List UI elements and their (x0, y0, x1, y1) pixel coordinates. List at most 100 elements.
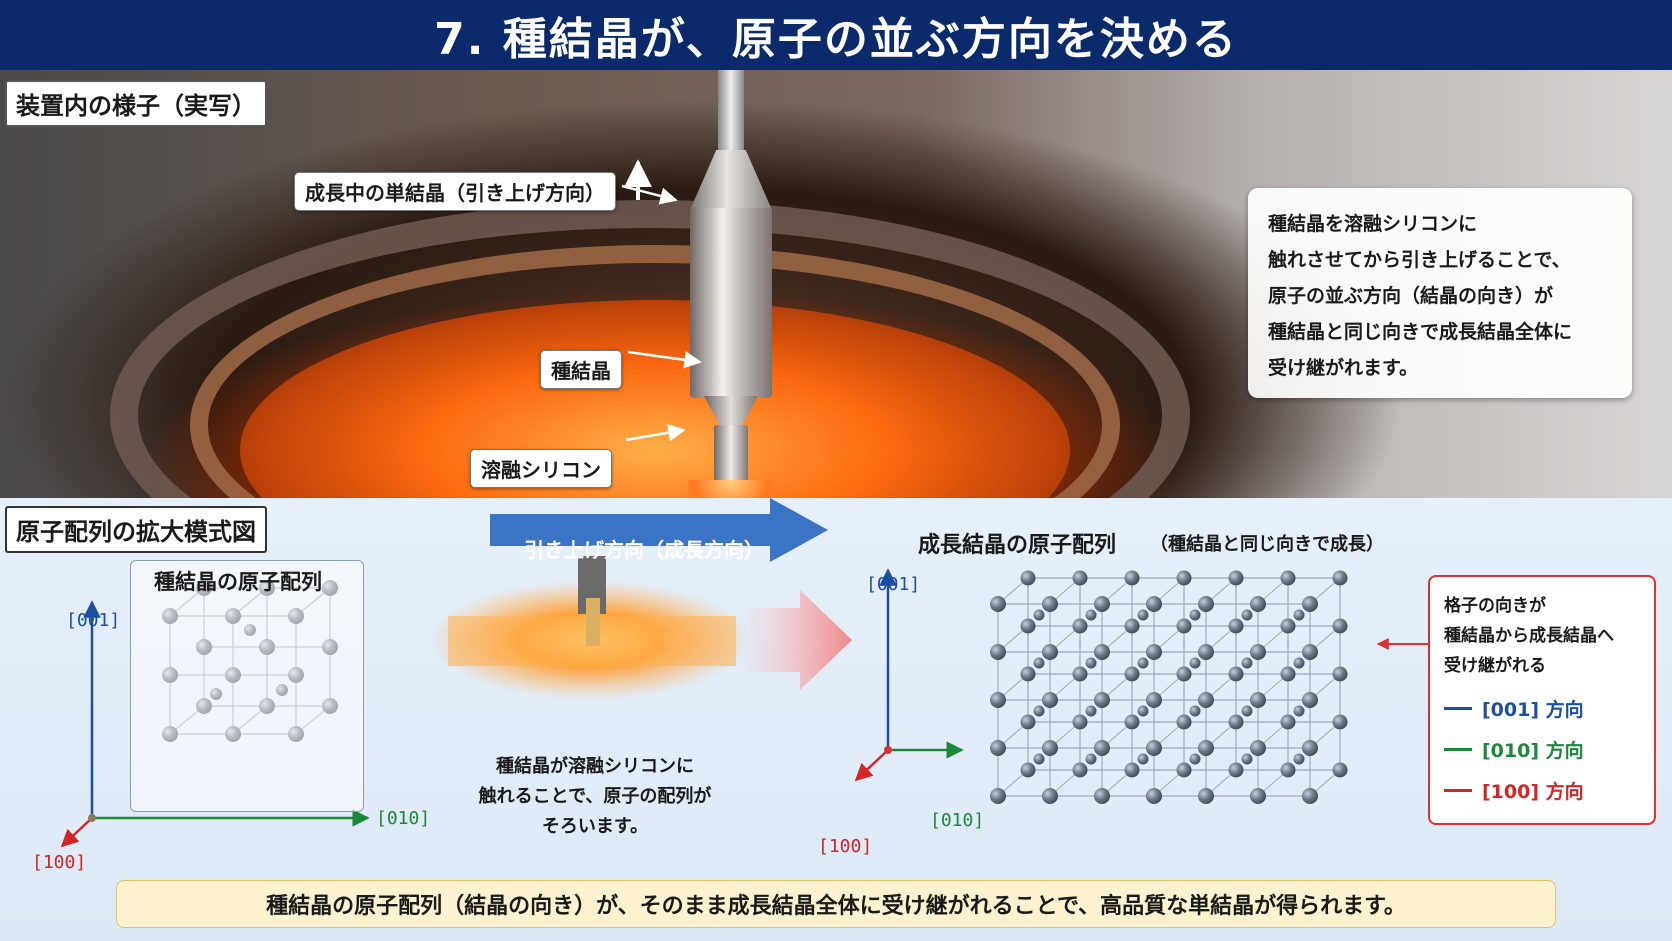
lattice-atom (1094, 740, 1110, 756)
legend-item-010: [010] 方向 (1444, 736, 1640, 763)
summary-banner: 種結晶の原子配列（結晶の向き）が、そのまま成長結晶全体に受け継がれることで、高品… (116, 880, 1556, 928)
axis-label-010-right: [010] (930, 810, 985, 831)
seed-tip (586, 598, 600, 646)
legend-swatch (1444, 789, 1472, 792)
lattice-atom (1241, 609, 1253, 621)
lattice-atom (1198, 740, 1214, 756)
axis-label-010-left: [010] (376, 808, 431, 829)
lattice-atom (1332, 762, 1348, 778)
lattice-atom (1198, 644, 1214, 660)
lattice-atom (1042, 788, 1058, 804)
lattice-atom (1302, 692, 1318, 708)
growth-lattice-subtitle: （種結晶と同じ向きで成長） (1150, 534, 1384, 555)
axis-label-001-right: [001] (866, 574, 921, 595)
lattice-atom (1137, 657, 1149, 669)
pull-direction-arrow (490, 498, 828, 562)
lattice-atom (1124, 618, 1140, 634)
info-line: 種結晶と同じ向きで成長結晶全体に (1268, 321, 1573, 343)
lattice-atom (1198, 788, 1214, 804)
lattice-atom (1146, 692, 1162, 708)
lattice-atom (1176, 570, 1192, 586)
single-crystal-ingot (690, 208, 772, 398)
lattice-atom (990, 740, 1006, 756)
process-explanation-box: 種結晶を溶融シリコンに 触れさせてから引き上げることで、 原子の並ぶ方向（結晶の… (1248, 188, 1632, 398)
lattice-atom (1280, 666, 1296, 682)
lattice-atom (1033, 705, 1045, 717)
lattice-atom (1176, 666, 1192, 682)
legend-swatch (1444, 707, 1472, 710)
lattice-atom (1332, 570, 1348, 586)
lattice-atom (1293, 705, 1305, 717)
lattice-atom (1250, 740, 1266, 756)
lattice-atom (1072, 666, 1088, 682)
lattice-atom (1072, 570, 1088, 586)
lattice-atom (1228, 570, 1244, 586)
header-bar: 7. 種結晶が、原子の並ぶ方向を決める (0, 0, 1672, 70)
pull-rod (718, 70, 744, 150)
lattice-atom (1280, 570, 1296, 586)
lattice-atom (1094, 596, 1110, 612)
lattice-atom (1072, 714, 1088, 730)
lattice-atom (1241, 753, 1253, 765)
lattice-atom (1302, 740, 1318, 756)
lattice-atom (1189, 609, 1201, 621)
lattice-atom (1189, 705, 1201, 717)
lattice-atom (1198, 692, 1214, 708)
axis-100-right (854, 749, 889, 782)
label-growing-crystal: 成長中の単結晶（引き上げ方向） (294, 172, 616, 211)
lattice-atom (1146, 596, 1162, 612)
lattice-atom (1250, 596, 1266, 612)
growth-lattice-title: 成長結晶の原子配列 (918, 533, 1117, 558)
lattice-atom (990, 788, 1006, 804)
lattice-atom (1241, 705, 1253, 717)
lattice-atom (990, 596, 1006, 612)
lattice-atom (1146, 644, 1162, 660)
info-line: 原子の並ぶ方向（結晶の向き）が (1268, 285, 1554, 307)
lattice-atom (1072, 762, 1088, 778)
axis-origin-right (884, 746, 892, 754)
lattice-atom (1033, 753, 1045, 765)
lattice-atom (1124, 570, 1140, 586)
info-line: 種結晶を溶融シリコンに (1268, 213, 1478, 235)
lattice-atom (1085, 657, 1097, 669)
legend-item-100: [100] 方向 (1444, 777, 1640, 804)
lattice-atom (990, 692, 1006, 708)
diagram-section-label: 原子配列の拡大模式図 (5, 506, 267, 553)
lattice-atom (1020, 762, 1036, 778)
lattice-atom (1176, 762, 1192, 778)
axis-origin-left (88, 814, 96, 822)
lattice-atom (1302, 644, 1318, 660)
lattice-atom (1042, 644, 1058, 660)
legend-swatch (1444, 748, 1472, 751)
lattice-atom (1228, 666, 1244, 682)
lattice-atom (1280, 618, 1296, 634)
lattice-atom (1033, 609, 1045, 621)
lattice-atom (1332, 618, 1348, 634)
lattice-atom (1124, 714, 1140, 730)
orientation-legend: 格子の向きが 種結晶から成長結晶へ 受け継がれる [001] 方向 [010] … (1428, 575, 1656, 825)
lattice-atom (1241, 657, 1253, 669)
photo-section-label: 装置内の様子（実写） (5, 80, 267, 127)
lattice-atom (1228, 618, 1244, 634)
lattice-atom (1137, 609, 1149, 621)
lattice-atom (1085, 609, 1097, 621)
lattice-atom (1176, 618, 1192, 634)
lattice-atom (1293, 753, 1305, 765)
lattice-atom (1293, 609, 1305, 621)
lattice-atom (1042, 596, 1058, 612)
lattice-atom (1033, 657, 1045, 669)
lattice-atom (1146, 788, 1162, 804)
lattice-atom (1280, 762, 1296, 778)
lattice-atom (1332, 666, 1348, 682)
axis-label-100-right: [100] (818, 836, 873, 857)
lattice-atom (1094, 644, 1110, 660)
lattice-atom (1189, 753, 1201, 765)
lattice-atom (1020, 666, 1036, 682)
growth-lattice (990, 570, 1348, 804)
lattice-atom (1020, 714, 1036, 730)
lattice-atom (1020, 618, 1036, 634)
page-title: 7. 種結晶が、原子の並ぶ方向を決める (434, 14, 1238, 65)
label-molten-silicon: 溶融シリコン (470, 449, 612, 488)
lattice-atom (1250, 692, 1266, 708)
lattice-atom (1228, 762, 1244, 778)
